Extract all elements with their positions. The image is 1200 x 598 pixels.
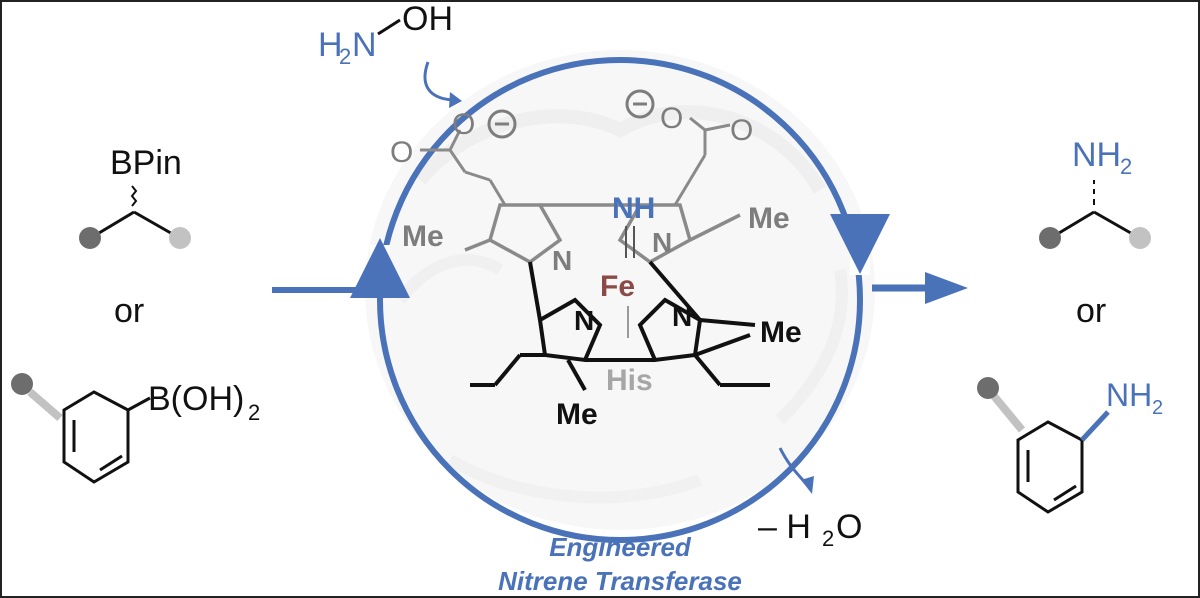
iron-fe-label: Fe bbox=[600, 270, 635, 303]
pyrrole-n-1: N bbox=[552, 245, 572, 276]
methyl-label-3: Me bbox=[760, 316, 802, 349]
product-gray-dot bbox=[1039, 227, 1061, 249]
boronic-acid-subscript: 2 bbox=[248, 400, 260, 425]
product-aniline: NH 2 bbox=[977, 377, 1163, 514]
pyrrole-n-4: N bbox=[672, 301, 692, 332]
product-alkyl-amine: NH 2 bbox=[1039, 136, 1151, 249]
carboxylate-o-right-1: O bbox=[660, 102, 683, 135]
catalytic-cycle bbox=[350, 57, 890, 543]
aniline-amine-label: NH bbox=[1106, 377, 1152, 413]
right-or-label: or bbox=[1076, 292, 1106, 330]
aniline-amine-subscript: 2 bbox=[1152, 397, 1163, 419]
heme-cofactor: O O O O bbox=[390, 89, 802, 431]
negative-charge-left-icon bbox=[487, 109, 517, 139]
reagent-h-label: H bbox=[318, 26, 343, 64]
reagent-h-subscript: 2 bbox=[339, 44, 351, 69]
methyl-label-2: Me bbox=[748, 202, 790, 235]
carboxylate-o-left-2: O bbox=[452, 108, 475, 141]
pyrrole-n-2: N bbox=[652, 227, 672, 258]
reagent-oh-label: OH bbox=[402, 0, 453, 38]
gray-substituent-dot bbox=[79, 227, 101, 249]
histidine-label: His bbox=[606, 364, 653, 397]
carboxylate-o-left-1: O bbox=[390, 136, 413, 169]
methyl-label-1: Me bbox=[402, 220, 444, 253]
substrate-alkyl-boronate: BPin bbox=[79, 144, 191, 249]
reaction-arrow-out-head bbox=[925, 272, 968, 304]
water-label-prefix: – H bbox=[758, 508, 811, 546]
amine-label: NH bbox=[1072, 136, 1121, 174]
bpin-label: BPin bbox=[110, 144, 182, 182]
enzyme-caption-line2: Nitrene Transferase bbox=[498, 566, 742, 596]
product-light-dot bbox=[1129, 227, 1151, 249]
hydroxylamine-reagent: H 2 N OH bbox=[318, 0, 462, 108]
enzyme-caption-line1: Engineered bbox=[549, 532, 692, 562]
amine-subscript: 2 bbox=[1120, 154, 1132, 179]
methyl-label-4: Me bbox=[556, 398, 598, 431]
boronic-acid-label: B(OH) bbox=[148, 380, 244, 418]
nitrene-nh-label: NH bbox=[612, 192, 655, 225]
water-subscript: 2 bbox=[822, 526, 834, 551]
aniline-substituent-dot bbox=[977, 377, 999, 399]
water-byproduct: – H 2 O bbox=[758, 447, 862, 551]
water-label-suffix: O bbox=[836, 508, 862, 546]
aryl-substituent-dot bbox=[11, 373, 33, 395]
reagent-n-label: N bbox=[352, 26, 377, 64]
negative-charge-right-icon bbox=[625, 89, 655, 119]
left-or-label: or bbox=[114, 292, 144, 330]
pyrrole-n-3: N bbox=[574, 305, 594, 336]
protein-background bbox=[365, 50, 875, 530]
substrate-aryl-boronic-acid: B(OH) 2 bbox=[11, 373, 260, 484]
light-substituent-dot bbox=[169, 227, 191, 249]
carboxylate-o-right-2: O bbox=[730, 114, 753, 147]
